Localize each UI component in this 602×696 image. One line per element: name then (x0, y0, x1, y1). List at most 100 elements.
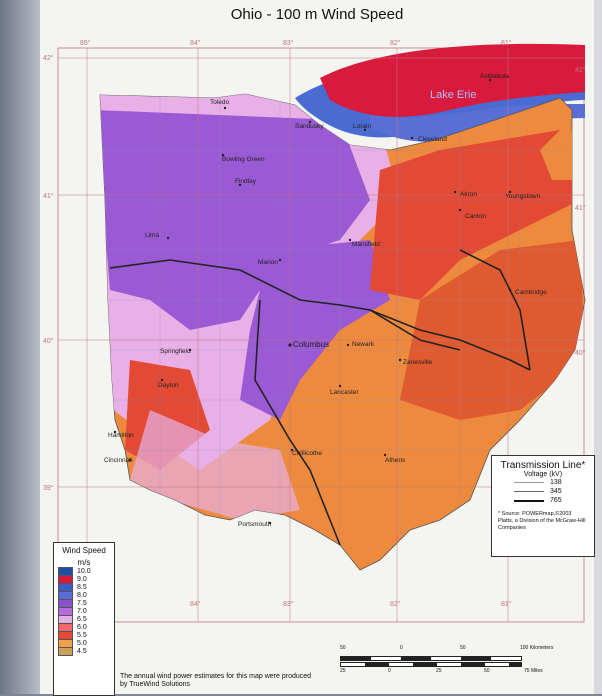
scale-mi-50: 50 (484, 668, 490, 674)
scale-km-row: 50 0 50 100 Kilometers (340, 645, 580, 655)
transmission-765 (109, 249, 531, 546)
city-labels: Toledo Ashtabula Sandusky Lorain Clevela… (104, 73, 547, 528)
city-marion: Marion (258, 259, 278, 266)
tline-row-345: 345 (514, 487, 594, 496)
scale-km-50a: 50 (340, 645, 346, 651)
city-newark: Newark (352, 341, 375, 348)
right-margin-strip (594, 0, 602, 694)
tline-row-765: 765 (514, 496, 594, 505)
city-lima: Lima (145, 232, 159, 239)
lon-top-85: 85° (80, 39, 91, 47)
city-youngstown: Youngstown (505, 193, 541, 200)
city-hamilton: Hamilton (108, 432, 134, 439)
city-findlay: Findlay (235, 178, 257, 185)
scale-bar: 50 0 50 100 Kilometers 25 0 25 50 75 Mil… (340, 645, 580, 680)
lon-bottom-81: 81° (501, 600, 512, 608)
map-frame (57, 47, 585, 623)
scale-mi-0: 0 (388, 668, 391, 674)
city-springfield: Springfield (160, 348, 191, 355)
legend-value: 7.5 (77, 599, 87, 607)
map-sheet: Ohio - 100 m Wind Speed Lake Erie (40, 0, 595, 696)
scale-mi-bar (340, 662, 522, 667)
lon-top-84: 84° (190, 39, 201, 47)
transmission-legend: Transmission Line* Voltage (kV) 138 345 … (491, 455, 595, 557)
city-athens: Athens (385, 457, 406, 464)
legend-unit: m/s (77, 558, 91, 567)
legend-row: 4.5 (58, 646, 114, 656)
lon-bottom-84: 84° (190, 600, 201, 608)
lat-right-41: 41° (575, 204, 586, 212)
lat-right-42: 42° (575, 66, 586, 74)
lon-bottom-82: 82° (390, 600, 401, 608)
city-cleveland: Cleveland (418, 136, 447, 143)
legend-value: 6.5 (77, 615, 87, 623)
city-toledo: Toledo (210, 99, 230, 106)
city-zanesville: Zanesville (403, 359, 433, 366)
legend-value: 5.5 (77, 631, 87, 639)
lat-left-42: 42° (43, 54, 54, 62)
tline-345-label: 345 (550, 488, 562, 495)
scale-km-100: 100 Kilometers (520, 645, 554, 651)
city-columbus: Columbus (293, 340, 329, 349)
city-sandusky: Sandusky (295, 123, 324, 130)
city-mansfield: Mansfield (352, 241, 380, 248)
scale-mi-75: 75 Miles (524, 668, 543, 674)
legend-value: 8.0 (77, 591, 87, 599)
ohio-wind-map: Lake Erie (43, 39, 586, 623)
map-title: Ohio - 100 m Wind Speed (230, 6, 404, 23)
zone-red-southeast (400, 240, 585, 420)
scale-km-0: 0 (400, 645, 403, 651)
city-lancaster: Lancaster (330, 389, 359, 396)
legend-value: 10.0 (77, 567, 91, 575)
lat-left-40: 40° (43, 337, 54, 345)
lake-high-wind (320, 43, 585, 117)
city-portsmouth: Portsmouth (238, 521, 272, 528)
city-dayton: Dayton (158, 382, 179, 389)
zone-pink-southwest (130, 410, 300, 520)
transmission-subtitle: Voltage (kV) (523, 471, 563, 478)
tline-138-label: 138 (550, 479, 562, 486)
transmission-source: * Source: POWERmap,©2003 Platts, a Divis… (498, 511, 586, 531)
zone-purple-central (240, 240, 390, 420)
legend-title: Wind Speed (62, 546, 106, 555)
city-akron: Akron (460, 191, 477, 198)
legend-value: 7.0 (77, 607, 87, 615)
legend-value: 6.0 (77, 623, 87, 631)
lon-bottom-83: 83° (283, 600, 294, 608)
tline-row-138: 138 (514, 478, 594, 487)
city-cincinnati: Cincinnati (104, 457, 133, 464)
legend-value: 5.0 (77, 639, 87, 647)
wind-zones (100, 94, 585, 560)
city-canton: Canton (465, 213, 486, 220)
scale-mi-25a: 25 (340, 668, 346, 674)
legend-value: 9.0 (77, 575, 87, 583)
scale-mi-25b: 25 (436, 668, 442, 674)
legend-swatch (58, 646, 73, 656)
county-lines (100, 94, 585, 560)
lake-label: Lake Erie (430, 89, 476, 101)
city-cambridge: Cambridge (515, 289, 547, 296)
scale-km-50b: 50 (460, 645, 466, 651)
legend-value: 4.5 (77, 647, 87, 655)
scale-km-bar (340, 656, 522, 661)
lon-top-81: 81° (501, 39, 512, 47)
lon-top-82: 82° (390, 39, 401, 47)
city-lorain: Lorain (353, 123, 371, 130)
lat-right-40: 40° (575, 349, 586, 357)
city-ashtabula: Ashtabula (480, 73, 509, 80)
lon-top-83: 83° (283, 39, 294, 47)
scale-mi-row: 25 0 25 50 75 Miles (340, 668, 580, 678)
zone-purple-northwest (100, 110, 370, 330)
transmission-title: Transmission Line* (500, 460, 586, 471)
city-chillicothe: Chillicothe (292, 450, 322, 457)
estimate-note: The annual wind power estimates for this… (120, 673, 312, 688)
graticule (58, 48, 584, 622)
city-bowling-green: Bowling Green (222, 156, 265, 163)
tline-765-label: 765 (550, 497, 562, 504)
lat-left-41: 41° (43, 192, 54, 200)
legend-value: 8.5 (77, 583, 87, 591)
left-margin-strip (0, 0, 40, 694)
lat-left-39: 39° (43, 484, 54, 492)
